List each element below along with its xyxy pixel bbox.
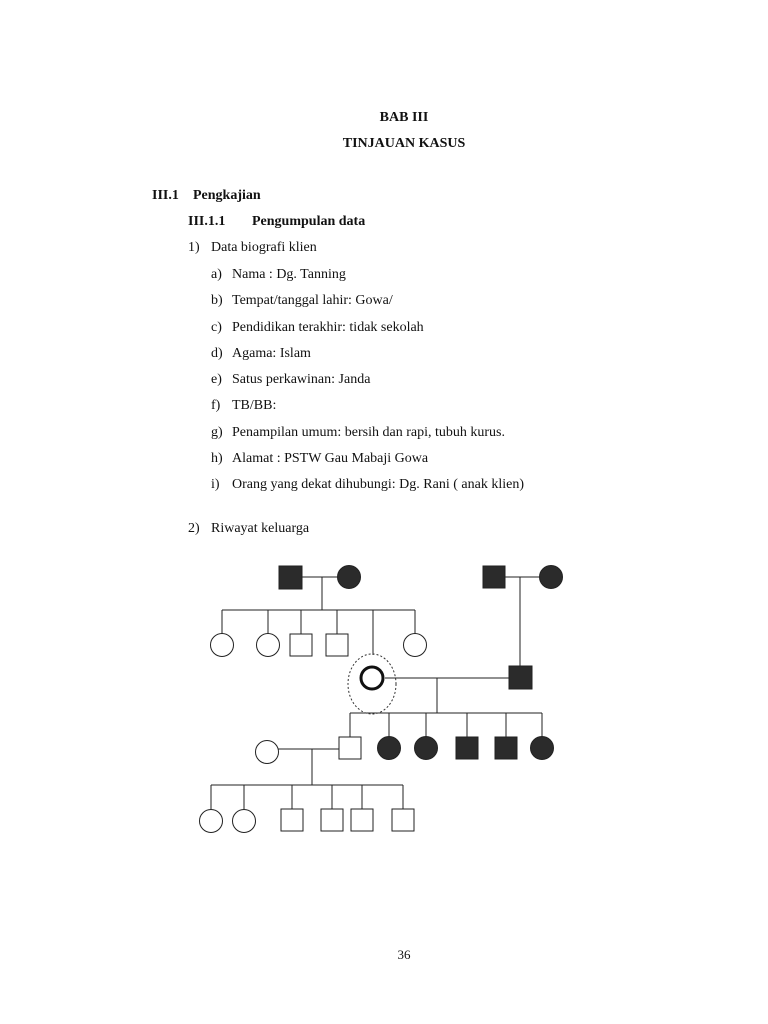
sibling-female-circle [210,633,234,657]
chapter-title: TINJAUAN KASUS [342,136,466,151]
page-number: 36 [397,947,411,962]
child-filled-square [494,736,518,760]
child-filled-circle [377,736,401,760]
bio-letter: g) [211,425,223,440]
item-2-number: 2) [188,521,200,536]
subsection-title: Pengumpulan data [252,214,366,229]
client-circle [359,665,385,691]
child-filled-circle [530,736,554,760]
bio-text-pendidikan: Pendidikan terakhir: tidak sekolah [232,320,424,335]
grandmother-paternal-filled-circle [539,565,563,589]
bio-text-kontak: Orang yang dekat dihubungi: Dg. Rani ( a… [232,477,524,492]
grandchild-female-circle [199,809,223,833]
bio-text-nama: Nama : Dg. Tanning [232,267,346,282]
bio-letter: b) [211,293,223,308]
sibling-male-square [325,633,349,657]
household-boundary-dotted [347,653,397,715]
bio-text-penampilan: Penampilan umum: bersih dan rapi, tubuh … [232,425,505,440]
grandchild-male-square [391,808,415,832]
bio-letter: d) [211,346,223,361]
item-1-title: Data biografi klien [211,240,317,255]
sibling-female-circle [256,633,280,657]
grandfather-paternal-filled-square [482,565,506,589]
bio-letter: c) [211,320,222,335]
bio-letter: e) [211,372,222,387]
chapter-heading: BAB III [379,110,429,125]
grandmother-maternal-filled-circle [337,565,361,589]
section-title: Pengkajian [193,188,261,203]
item-2-title: Riwayat keluarga [211,521,310,536]
bio-letter: f) [211,398,221,413]
bio-text-ttl: Tempat/tanggal lahir: Gowa/ [232,293,393,308]
grandchild-male-square [280,808,304,832]
bio-text-alamat: Alamat : PSTW Gau Mabaji Gowa [232,451,429,466]
genogram-lines [210,576,543,809]
bio-text-status: Satus perkawinan: Janda [232,372,371,387]
bio-letter: h) [211,451,223,466]
sibling-male-square [289,633,313,657]
daughter-in-law-circle [255,740,279,764]
bio-text-tbbb: TB/BB: [232,398,277,413]
child-filled-square [455,736,479,760]
grandchild-male-square [320,808,344,832]
grandchild-female-circle [232,809,256,833]
subsection-number: III.1.1 [188,214,226,229]
item-1-number: 1) [188,240,200,255]
section-number: III.1 [152,188,179,203]
bio-letter: a) [211,267,222,282]
child-filled-circle [414,736,438,760]
bio-letter: i) [211,477,220,492]
grandchild-male-square [350,808,374,832]
grandfather-maternal-filled-square [278,565,303,590]
sibling-female-circle [403,633,427,657]
husband-filled-square [508,665,533,690]
bio-text-agama: Agama: Islam [232,346,311,361]
son-square [338,736,362,760]
